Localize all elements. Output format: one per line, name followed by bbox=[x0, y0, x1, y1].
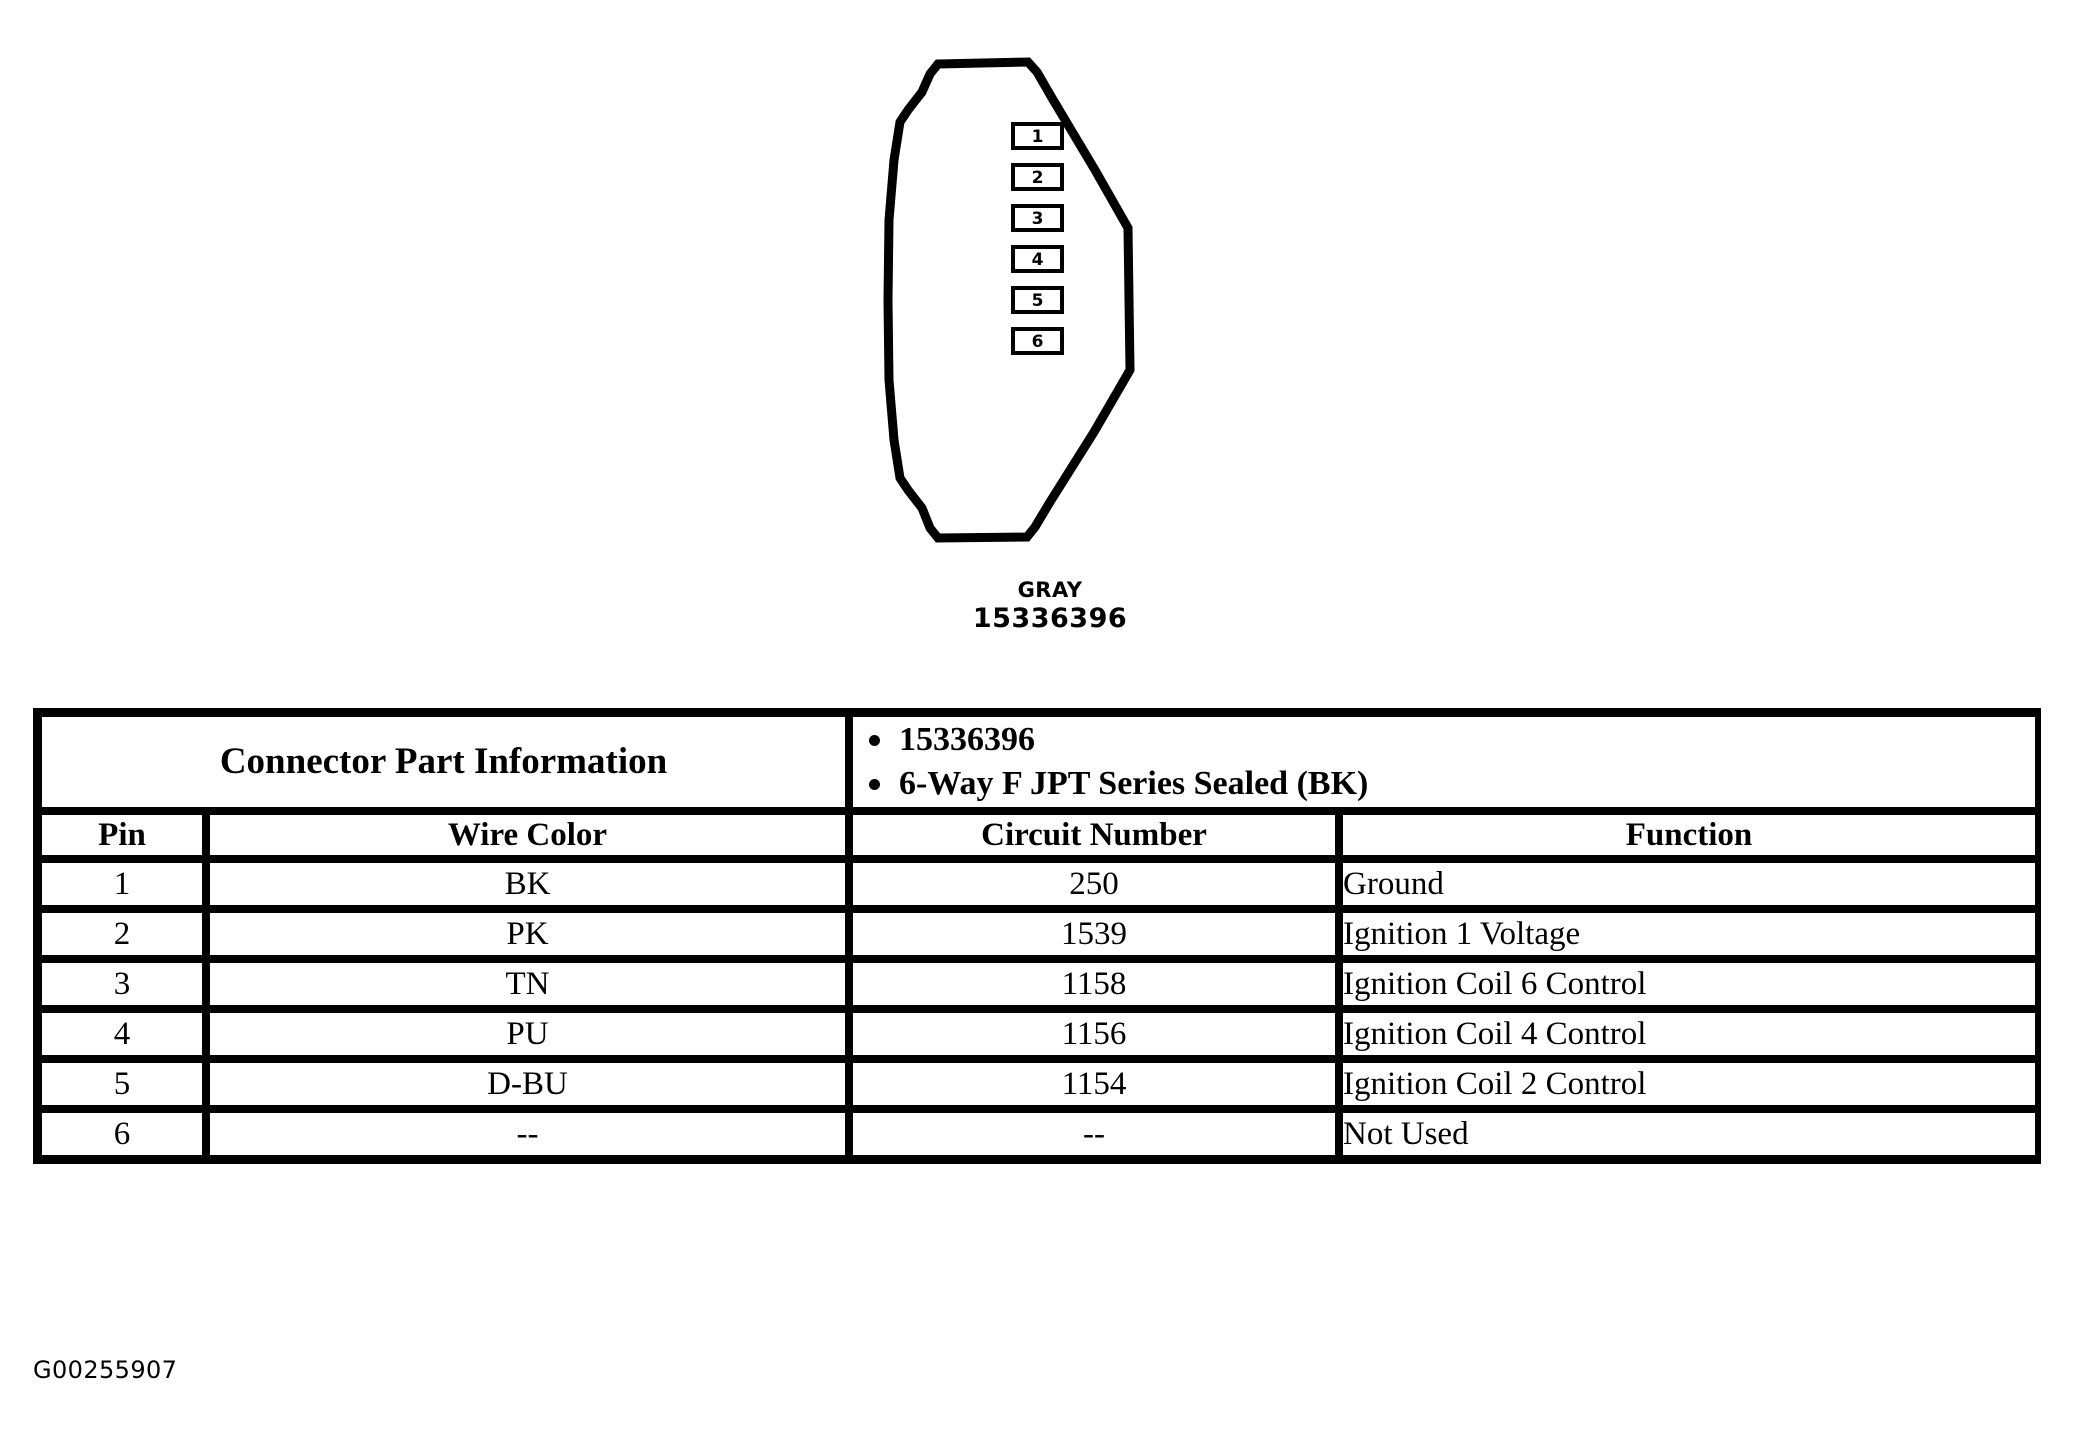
pin-box-1: 1 bbox=[1011, 122, 1064, 150]
column-header-wire-color: Wire Color bbox=[206, 811, 849, 859]
cell-wire-color: -- bbox=[206, 1109, 849, 1159]
cell-function: Ignition Coil 2 Control bbox=[1339, 1059, 2040, 1109]
connector-outline-icon bbox=[883, 57, 1135, 543]
cell-pin: 2 bbox=[38, 909, 206, 959]
cell-pin: 3 bbox=[38, 959, 206, 1009]
column-header-function: Function bbox=[1339, 811, 2040, 859]
column-header-pin: Pin bbox=[38, 811, 206, 859]
cell-wire-color: D-BU bbox=[206, 1059, 849, 1109]
pin-box-3: 3 bbox=[1011, 204, 1064, 232]
cell-pin: 4 bbox=[38, 1009, 206, 1059]
cell-circuit-number: 1156 bbox=[849, 1009, 1339, 1059]
connector-color-label: GRAY bbox=[1017, 578, 1083, 602]
column-header-circuit-number: Circuit Number bbox=[849, 811, 1339, 859]
connector-part-information-details: 15336396 6-Way F JPT Series Sealed (BK) bbox=[849, 713, 2040, 811]
pin-box-label: 4 bbox=[1031, 250, 1044, 270]
table-row: 4 PU 1156 Ignition Coil 4 Control bbox=[38, 1009, 2040, 1059]
pin-box-5: 5 bbox=[1011, 286, 1064, 314]
cell-circuit-number: 250 bbox=[849, 859, 1339, 909]
pin-box-label: 5 bbox=[1031, 291, 1044, 311]
pin-box-label: 3 bbox=[1031, 209, 1044, 229]
table-row: 6 -- -- Not Used bbox=[38, 1109, 2040, 1159]
cell-function: Ignition Coil 4 Control bbox=[1339, 1009, 2040, 1059]
connector-pinout-table: Connector Part Information 15336396 6-Wa… bbox=[33, 708, 2041, 1164]
cell-circuit-number: 1539 bbox=[849, 909, 1339, 959]
pin-box-label: 6 bbox=[1031, 332, 1044, 352]
connector-caption: GRAY 15336396 bbox=[880, 578, 1220, 634]
cell-pin: 6 bbox=[38, 1109, 206, 1159]
cell-function: Ignition 1 Voltage bbox=[1339, 909, 2040, 959]
pin-box-4: 4 bbox=[1011, 245, 1064, 273]
cell-pin: 1 bbox=[38, 859, 206, 909]
connector-part-number-label: 15336396 bbox=[972, 603, 1128, 634]
cell-wire-color: PK bbox=[206, 909, 849, 959]
table-row: 2 PK 1539 Ignition 1 Voltage bbox=[38, 909, 2040, 959]
table-header-row: Connector Part Information 15336396 6-Wa… bbox=[38, 713, 2040, 811]
part-detail-item: 15336396 bbox=[868, 719, 2035, 761]
table-row: 1 BK 250 Ground bbox=[38, 859, 2040, 909]
cell-circuit-number: -- bbox=[849, 1109, 1339, 1159]
figure-id-label: G00255907 bbox=[33, 1356, 178, 1384]
cell-function: Not Used bbox=[1339, 1109, 2040, 1159]
cell-wire-color: PU bbox=[206, 1009, 849, 1059]
pin-box-6: 6 bbox=[1011, 327, 1064, 355]
pin-box-2: 2 bbox=[1011, 163, 1064, 191]
cell-function: Ground bbox=[1339, 859, 2040, 909]
pin-box-label: 1 bbox=[1031, 127, 1044, 147]
cell-circuit-number: 1158 bbox=[849, 959, 1339, 1009]
cell-pin: 5 bbox=[38, 1059, 206, 1109]
table-row: 5 D-BU 1154 Ignition Coil 2 Control bbox=[38, 1059, 2040, 1109]
table-row: 3 TN 1158 Ignition Coil 6 Control bbox=[38, 959, 2040, 1009]
connector-diagram: 1 2 3 4 5 6 bbox=[880, 50, 1220, 590]
cell-wire-color: TN bbox=[206, 959, 849, 1009]
cell-circuit-number: 1154 bbox=[849, 1059, 1339, 1109]
connector-part-information-title: Connector Part Information bbox=[38, 713, 849, 811]
pin-box-label: 2 bbox=[1031, 168, 1044, 188]
cell-function: Ignition Coil 6 Control bbox=[1339, 959, 2040, 1009]
table-column-header-row: Pin Wire Color Circuit Number Function bbox=[38, 811, 2040, 859]
pin-box-list: 1 2 3 4 5 6 bbox=[880, 50, 1220, 550]
cell-wire-color: BK bbox=[206, 859, 849, 909]
part-detail-item: 6-Way F JPT Series Sealed (BK) bbox=[868, 763, 2035, 805]
